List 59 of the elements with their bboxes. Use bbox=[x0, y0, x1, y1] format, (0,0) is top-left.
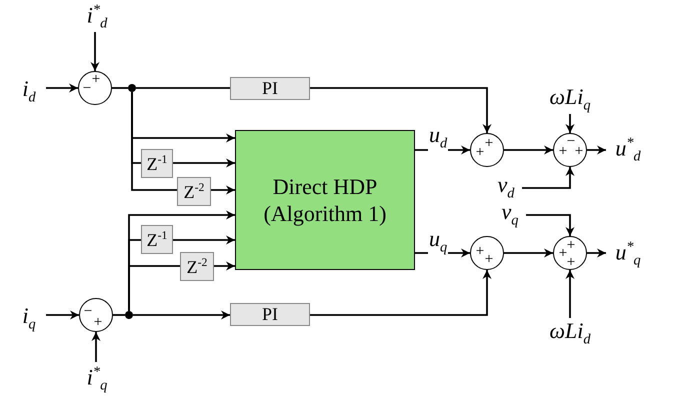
sign-label: + bbox=[558, 246, 568, 262]
arrow bbox=[587, 248, 606, 258]
summing-junction bbox=[78, 71, 112, 105]
arrow bbox=[526, 214, 574, 236]
delay-block: Z$^{-2}$ bbox=[177, 177, 211, 206]
arrow bbox=[46, 84, 78, 92]
sign-label: + bbox=[94, 316, 102, 330]
sign-label: + bbox=[476, 146, 484, 160]
signal-line bbox=[136, 87, 230, 89]
algorithm-block: Direct HDP (Algorithm 1) bbox=[235, 130, 415, 270]
pi-controller-block: PI bbox=[230, 77, 310, 100]
arrow bbox=[211, 186, 235, 194]
sign-label: + bbox=[476, 244, 484, 260]
arrow bbox=[504, 146, 553, 154]
signal-label: v$_{q}$ bbox=[494, 199, 526, 229]
sign-label: + bbox=[566, 238, 576, 254]
signal-label: i$_{d}$ bbox=[12, 76, 46, 106]
pi-controller-block: PI bbox=[230, 303, 310, 326]
signal-line bbox=[113, 314, 125, 316]
signal-label: i$_{q}$ bbox=[12, 303, 46, 333]
sign-label: + bbox=[566, 256, 576, 270]
arrow bbox=[173, 236, 235, 244]
arrow bbox=[133, 310, 230, 320]
sign-label: − bbox=[82, 82, 92, 96]
arrow bbox=[46, 310, 79, 320]
signal-label: ωLi$_{d}$ bbox=[536, 318, 604, 348]
arrow bbox=[310, 87, 492, 133]
arrow bbox=[566, 114, 574, 133]
arrow bbox=[92, 332, 100, 362]
junction-dot bbox=[125, 311, 133, 319]
delay-block: Z$^{-2}$ bbox=[180, 252, 214, 281]
junction-dot bbox=[128, 84, 136, 92]
signal-line bbox=[128, 265, 180, 311]
signal-label: v$_{d}$ bbox=[490, 172, 522, 202]
sign-label: + bbox=[558, 144, 568, 160]
arrow bbox=[310, 270, 492, 316]
sign-label: + bbox=[484, 136, 494, 152]
sign-label: + bbox=[92, 72, 100, 88]
summing-junction bbox=[470, 133, 504, 167]
summing-junction bbox=[79, 298, 113, 332]
sign-label: − bbox=[84, 304, 92, 320]
arrow bbox=[522, 167, 574, 189]
summing-junction bbox=[470, 236, 504, 270]
signal-line bbox=[112, 87, 128, 89]
sign-label: − bbox=[566, 134, 576, 150]
arrow bbox=[587, 146, 606, 154]
sign-label: + bbox=[574, 144, 584, 160]
arrow bbox=[504, 248, 553, 258]
delay-block: Z$^{-1}$ bbox=[141, 149, 173, 178]
summing-junction bbox=[553, 133, 587, 167]
sign-label: + bbox=[484, 252, 494, 268]
summing-junction bbox=[553, 236, 587, 270]
arrow bbox=[566, 270, 574, 318]
delay-block: Z$^{-1}$ bbox=[141, 225, 173, 254]
signal-line bbox=[131, 92, 177, 191]
arrow bbox=[173, 158, 235, 168]
arrow bbox=[214, 262, 235, 270]
arrow bbox=[90, 32, 100, 71]
signal-label: ωLi$_{q}$ bbox=[536, 84, 604, 114]
